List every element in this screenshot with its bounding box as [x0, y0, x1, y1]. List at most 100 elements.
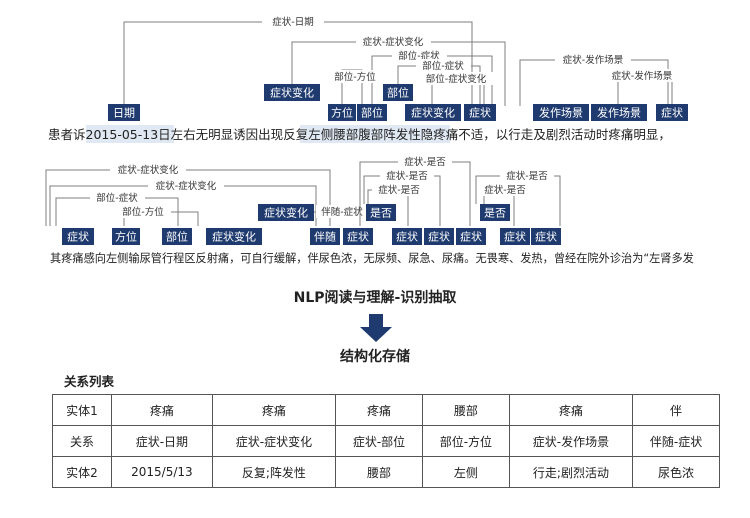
svg-text:发作场景: 发作场景 — [539, 106, 583, 120]
table-cell: 疼痛 — [335, 394, 423, 426]
tag2-symptom-3: 症状 — [392, 228, 422, 245]
highlight-parts — [300, 125, 450, 143]
rel-part-change: 部位-症状变化 — [426, 73, 487, 85]
tag2-symptom-7: 症状 — [531, 228, 561, 245]
table-cell: 行走;剧烈活动 — [508, 456, 634, 488]
tag2-symptom-4: 症状 — [424, 228, 454, 245]
table-cell: 2015/5/13 — [111, 456, 213, 488]
relation-table: 实体1 疼痛 疼痛 疼痛 腰部 疼痛 伴 关系 症状-日期 症状-症状变化 症状… — [52, 394, 720, 488]
tag-scene-2: 发作场景 — [591, 104, 647, 121]
tag2-symptom-2: 症状 — [343, 228, 373, 245]
rel2-yn-2: 症状-是否 — [386, 170, 428, 182]
tag-symptom-2: 症状 — [656, 104, 688, 121]
table-cell: 关系 — [52, 425, 112, 457]
table-cell: 症状-发作场景 — [508, 425, 634, 457]
tag2-symptom-5: 症状 — [456, 228, 486, 245]
tag-position: 方位 — [328, 104, 356, 121]
sentence-2: 其疼痛感向左侧输尿管行程区反射痛，可自行缓解，伴尿色浓，无尿频、尿急、尿痛。无畏… — [50, 251, 694, 265]
tag-part-2: 部位 — [383, 84, 413, 101]
rel-symptom-scene-2: 症状-发作场景 — [612, 70, 672, 82]
table-cell: 实体1 — [52, 394, 112, 426]
svg-text:症状变化: 症状变化 — [411, 106, 455, 120]
table-cell: 症状-日期 — [111, 425, 213, 457]
svg-text:症状变化: 症状变化 — [264, 206, 308, 220]
rel2-yn-3: 症状-是否 — [378, 184, 420, 196]
rel2-with-symptom: 伴随-症状 — [321, 206, 363, 218]
tag-change-2: 症状变化 — [405, 104, 461, 121]
tag2-with: 伴随 — [310, 228, 340, 245]
rel-part-pos: 部位-方位 — [334, 71, 376, 83]
table-cell: 疼痛 — [211, 394, 337, 426]
svg-text:症状变化: 症状变化 — [212, 230, 256, 244]
table-cell: 疼痛 — [111, 394, 213, 426]
tag2-change: 症状变化 — [206, 228, 262, 245]
svg-text:症状变化: 症状变化 — [270, 86, 314, 100]
svg-text:部位: 部位 — [387, 86, 409, 100]
svg-text:部位: 部位 — [361, 106, 383, 120]
tag2-position: 方位 — [112, 228, 140, 245]
highlight-date — [86, 125, 174, 143]
tag2-part: 部位 — [162, 228, 192, 245]
svg-text:伴随: 伴随 — [314, 230, 336, 244]
svg-text:症状: 症状 — [535, 230, 557, 244]
arc-scene1 — [519, 59, 669, 106]
svg-text:日期: 日期 — [113, 107, 135, 120]
tag-change: 症状变化 — [264, 84, 320, 101]
tag2-yesno-2: 是否 — [480, 204, 510, 221]
rel2-yn-1: 症状-是否 — [404, 156, 446, 168]
table-cell: 反复;阵发性 — [211, 456, 337, 488]
table-row: 关系 症状-日期 症状-症状变化 症状-部位 部位-方位 症状-发作场景 伴随-… — [52, 425, 720, 457]
rel-part-symptom-2: 部位-症状 — [422, 60, 464, 72]
tag2-yesno-1: 是否 — [366, 204, 396, 221]
svg-text:症状: 症状 — [460, 230, 482, 244]
table-row: 实体2 2015/5/13 反复;阵发性 腰部 左侧 行走;剧烈活动 尿色浓 — [52, 456, 720, 488]
table-cell: 疼痛 — [508, 394, 634, 426]
rel2-yn-4: 症状-是否 — [506, 170, 548, 182]
svg-text:症状: 症状 — [428, 230, 450, 244]
rel2-symptom-change-2: 症状-症状变化 — [156, 180, 217, 192]
svg-text:方位: 方位 — [331, 106, 353, 120]
table-cell: 症状-部位 — [335, 425, 423, 457]
table-cell: 腰部 — [421, 394, 510, 426]
table-cell: 左侧 — [421, 456, 510, 488]
process-step-2: 结构化存储 — [340, 348, 410, 365]
svg-text:症状: 症状 — [661, 106, 683, 120]
tag-scene-1: 发作场景 — [533, 104, 589, 121]
tag2-change-2: 症状变化 — [258, 204, 314, 221]
table-cell: 实体2 — [52, 456, 112, 488]
table-cell: 症状-症状变化 — [211, 425, 337, 457]
svg-text:部位: 部位 — [166, 230, 188, 244]
table-title: 关系列表 — [64, 374, 115, 389]
svg-text:症状: 症状 — [469, 106, 491, 120]
table-cell: 伴 — [632, 394, 720, 426]
table-cell: 尿色浓 — [632, 456, 720, 488]
tag2-symptom-6: 症状 — [500, 228, 530, 245]
arc2-change — [45, 169, 331, 226]
tag-part-1: 部位 — [357, 104, 387, 121]
svg-text:是否: 是否 — [370, 207, 392, 220]
svg-text:症状: 症状 — [67, 230, 89, 244]
rel2-part-symptom: 部位-症状 — [96, 192, 138, 204]
tag2-symptom: 症状 — [62, 228, 94, 245]
tag-date: 日期 — [108, 104, 140, 121]
process-step-1: NLP阅读与理解-识别抽取 — [294, 289, 458, 306]
sentence-1: 患者诉2015-05-13日左右无明显诱因出现反复左侧腰部腹部阵发性隐疼痛不适，… — [48, 127, 671, 142]
svg-text:症状: 症状 — [347, 230, 369, 244]
table-cell: 腰部 — [335, 456, 423, 488]
svg-text:是否: 是否 — [484, 207, 506, 220]
table-row: 实体1 疼痛 疼痛 疼痛 腰部 疼痛 伴 — [52, 394, 720, 426]
svg-text:症状: 症状 — [504, 230, 526, 244]
rel-symptom-scene-1: 症状-发作场景 — [563, 54, 623, 66]
table-cell: 伴随-症状 — [632, 425, 720, 457]
tag-symptom: 症状 — [464, 104, 496, 121]
rel2-symptom-change: 症状-症状变化 — [118, 164, 179, 176]
rel-symptom-date: 症状-日期 — [272, 16, 313, 28]
rel2-yn-5: 症状-是否 — [484, 184, 526, 196]
rel-symptom-change: 症状-症状变化 — [363, 36, 424, 48]
rel2-part-pos: 部位-方位 — [122, 206, 164, 218]
svg-text:方位: 方位 — [115, 230, 137, 244]
down-arrow-icon — [360, 314, 392, 342]
table-cell: 部位-方位 — [421, 425, 510, 457]
svg-text:症状: 症状 — [396, 230, 418, 244]
